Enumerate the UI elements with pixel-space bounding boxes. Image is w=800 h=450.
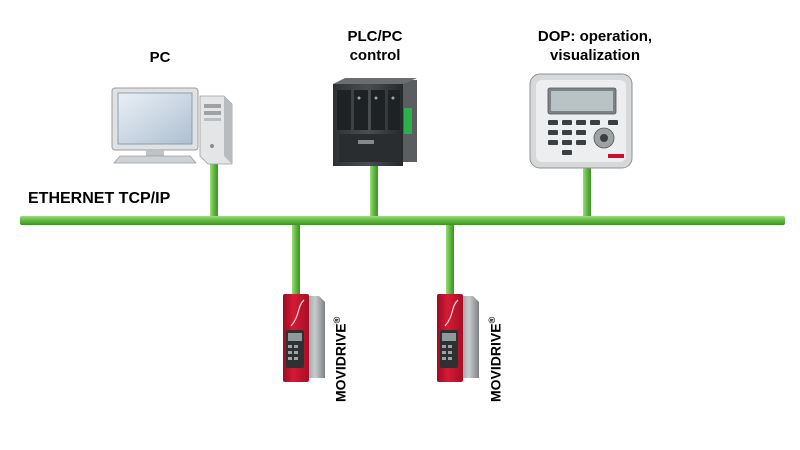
registered-mark-1: ® xyxy=(332,316,342,324)
plc-label: PLC/PC control xyxy=(320,27,430,65)
movidrive-1-label: MOVIDRIVE® xyxy=(332,317,349,402)
ethernet-label: ETHERNET TCP/IP xyxy=(28,190,171,207)
dop-panel-icon xyxy=(529,73,633,169)
plc-label-line2: control xyxy=(349,47,401,64)
plc-icon xyxy=(333,78,417,166)
pc-label: PC xyxy=(130,48,190,67)
plc-label-line1: PLC/PC xyxy=(347,28,403,45)
dop-label: DOP: operation, visualization xyxy=(505,27,685,65)
movidrive-2-name: MOVIDRIVE xyxy=(487,323,504,402)
pc-icon xyxy=(111,87,233,165)
ethernet-bus xyxy=(20,216,785,225)
pc-drop xyxy=(210,164,218,220)
registered-mark-2: ® xyxy=(487,316,497,324)
pc-label-text: PC xyxy=(149,49,171,66)
dop-label-line2: visualization xyxy=(549,47,641,64)
bus-drops xyxy=(210,164,591,294)
dop-drop xyxy=(583,168,591,220)
drive2-drop xyxy=(446,222,454,294)
movidrive-1-icon xyxy=(283,294,325,382)
drive1-drop xyxy=(292,222,300,294)
movidrive-1-name: MOVIDRIVE xyxy=(332,323,349,402)
movidrive-2-icon xyxy=(437,294,479,382)
plc-drop xyxy=(370,166,378,220)
movidrive-2-label: MOVIDRIVE® xyxy=(487,317,504,402)
dop-label-line1: DOP: operation, xyxy=(537,28,653,45)
